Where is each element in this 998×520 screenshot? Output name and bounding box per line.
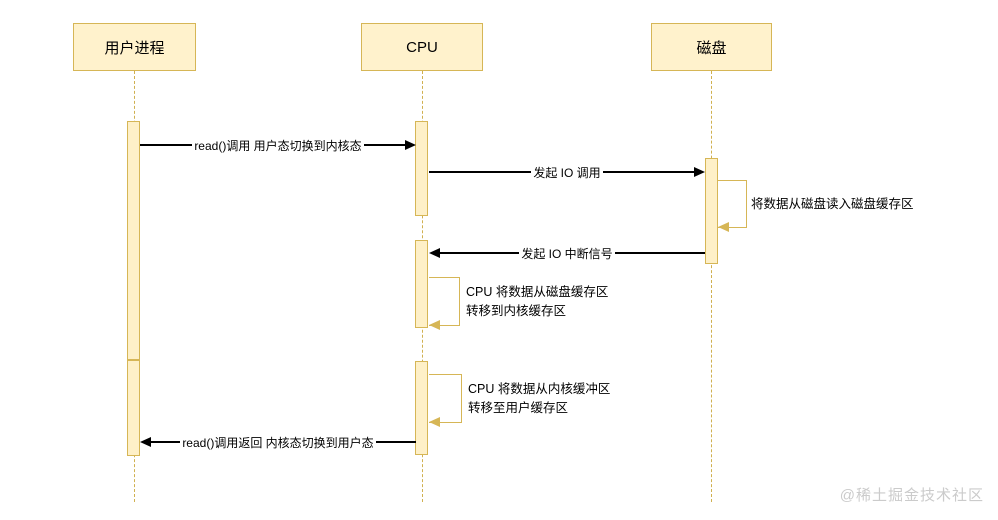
self-loop-label-cpu-copy-to-kernel: CPU 将数据从磁盘缓存区 转移到内核缓存区 [466, 285, 609, 318]
actor-box-cpu: CPU [361, 23, 483, 71]
loop-arrow-head-icon [429, 320, 440, 330]
self-loop-label-disk-read: 将数据从磁盘读入磁盘缓存区 [751, 197, 914, 211]
actor-label-user-process: 用户进程 [104, 39, 165, 57]
arrow-head-icon [429, 248, 440, 258]
self-loop-cpu-copy-to-kernel [429, 277, 460, 326]
loop-arrow-head-icon [429, 417, 440, 427]
message-line-io-call [429, 171, 696, 173]
arrow-head-icon [405, 140, 416, 150]
activation-bar-disk [705, 158, 718, 264]
self-loop-cpu-copy-to-user [429, 374, 462, 423]
activation-bar-user-2 [127, 360, 140, 456]
message-line-read-return [149, 441, 416, 443]
self-loop-label-cpu-copy-to-user: CPU 将数据从内核缓冲区 转移至用户缓存区 [468, 382, 611, 415]
actor-label-cpu: CPU [406, 38, 438, 56]
activation-bar-cpu-2 [415, 240, 428, 328]
self-loop-disk-read [718, 180, 747, 228]
message-line-io-interrupt [438, 252, 705, 254]
arrow-head-icon [694, 167, 705, 177]
message-line-read-call [140, 144, 407, 146]
activation-bar-user-1 [127, 121, 140, 360]
activation-bar-cpu-3 [415, 361, 428, 455]
loop-arrow-head-icon [718, 222, 729, 232]
lifeline-disk [711, 71, 712, 502]
actor-box-disk: 磁盘 [651, 23, 772, 71]
actor-label-disk: 磁盘 [696, 39, 727, 57]
actor-box-user-process: 用户进程 [73, 23, 196, 71]
arrow-head-icon [140, 437, 151, 447]
activation-bar-cpu-1 [415, 121, 428, 216]
watermark-juejin: @稀土掘金技术社区 [839, 487, 984, 504]
